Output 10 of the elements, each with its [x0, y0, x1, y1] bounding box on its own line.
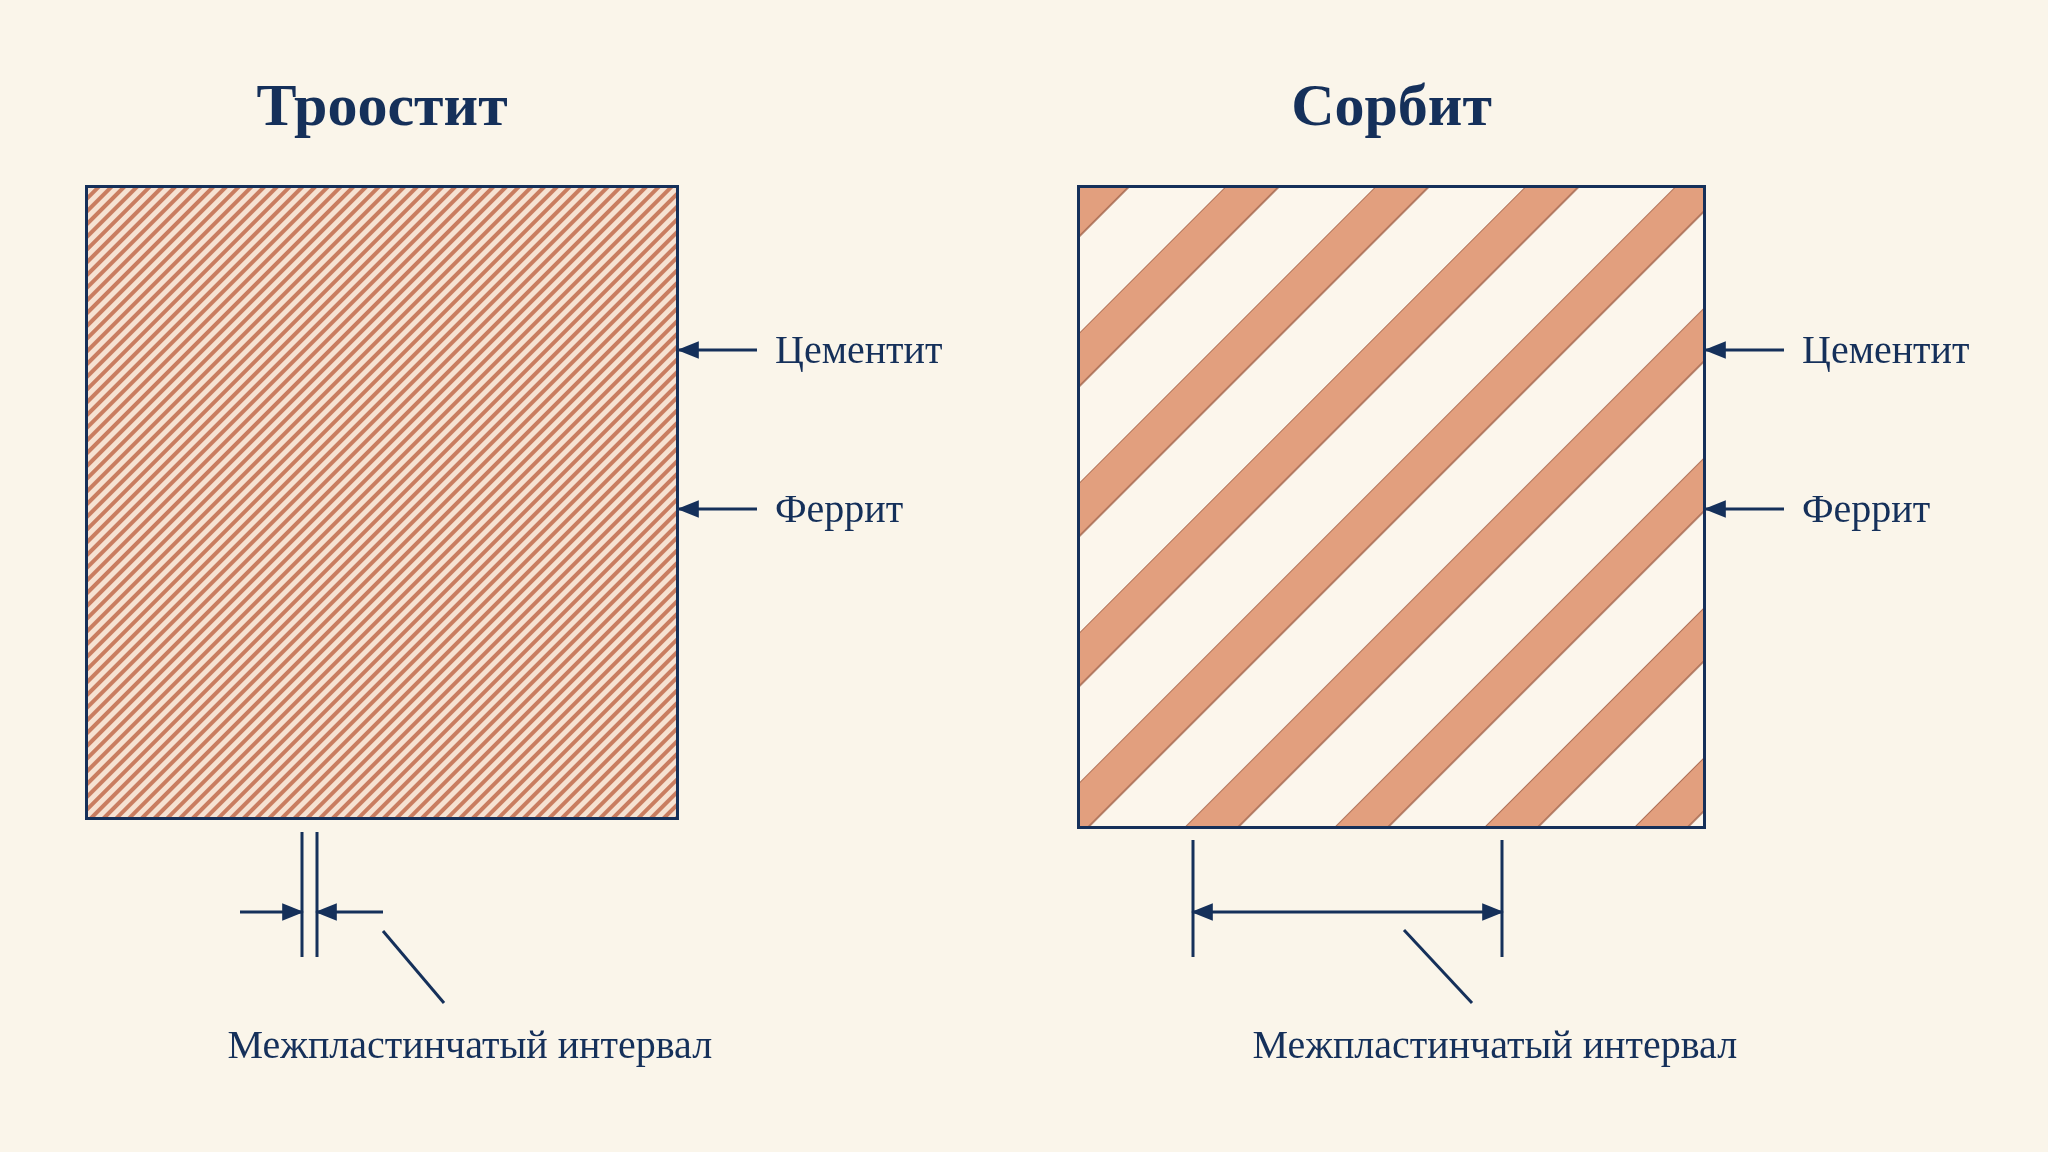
leader-line [1402, 928, 1474, 1005]
callout-label: Межпластинчатый интервал [227, 1021, 713, 1069]
panel-title: Сорбит [1290, 71, 1493, 140]
leader-line [381, 930, 446, 1004]
callout-label: Феррит [775, 485, 904, 533]
callout-label: Цементит [775, 326, 943, 374]
callout-label: Феррит [1802, 485, 1931, 533]
panel-title: Троостит [255, 71, 509, 140]
callout-label: Межпластинчатый интервал [1252, 1021, 1738, 1069]
callout-label: Цементит [1802, 326, 1970, 374]
